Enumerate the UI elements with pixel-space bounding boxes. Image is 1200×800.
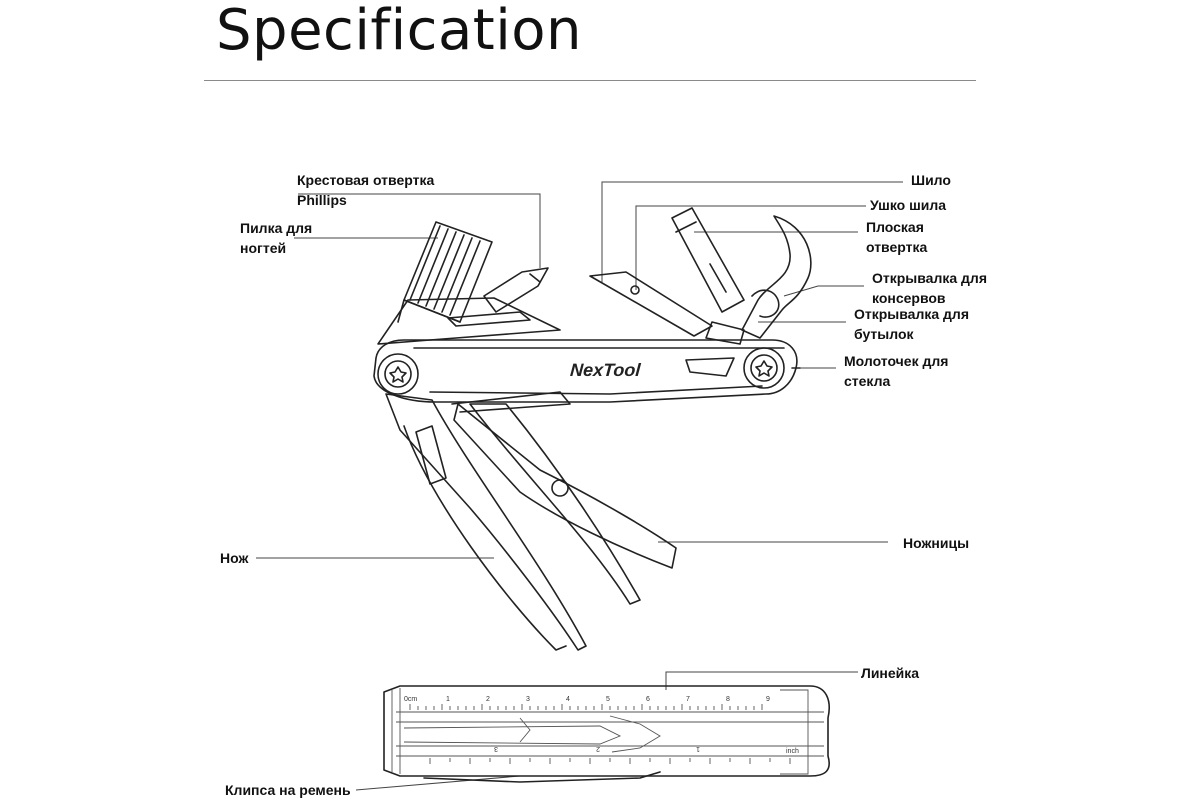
inch-ruler-ticks: [429, 758, 791, 764]
label-line: бутылок: [854, 326, 914, 342]
page-title: Specification: [216, 0, 583, 63]
label-line: отвертка: [866, 239, 928, 255]
ruler-cm-tick-label: 6: [646, 696, 650, 703]
cm-ruler-ticks: [409, 704, 763, 710]
label-line: Молоточек для: [844, 353, 949, 369]
leader-awl-eye: [635, 205, 866, 290]
saw-blade: [469, 403, 641, 605]
leader-phillips: [298, 193, 541, 268]
ruler-cm-tick-label: 7: [686, 696, 690, 703]
label-awl-eye: Ушко шила: [870, 197, 947, 213]
label-line: консервов: [872, 290, 946, 306]
label-line: Открывалка для: [872, 270, 987, 286]
flat-screwdriver: [671, 207, 745, 313]
label-glass-hammer: Молоточек для стекла: [844, 351, 948, 391]
label-line: Phillips: [297, 192, 347, 208]
ruler-cm-tick-label: 5: [606, 696, 610, 703]
ruler-cm-tick-label: 1: [446, 696, 450, 703]
label-can-opener: Открывалка для консервов: [872, 268, 987, 308]
label-knife: Нож: [220, 550, 249, 566]
folded-tool: [383, 685, 830, 783]
leader-can-opener: [783, 285, 864, 297]
label-line: Пилка для: [240, 220, 313, 236]
openers: [705, 215, 812, 345]
main-handle: [373, 339, 801, 403]
label-nail-file: Пилка для ногтей: [240, 218, 312, 258]
ruler-unit-top: 0cm: [404, 696, 417, 703]
brand-logo: NexTool: [569, 360, 642, 380]
callout-lines: [256, 181, 903, 791]
label-awl: Шило: [911, 172, 951, 188]
phillips-screwdriver: [483, 267, 549, 313]
label-flat-screwdriver: Плоская отвертка: [866, 217, 927, 257]
ruler-cm-tick-label: 9: [766, 696, 770, 703]
ruler-cm-tick-label: 8: [726, 696, 730, 703]
title-divider: [204, 80, 976, 81]
label-line: Крестовая отвертка: [297, 172, 435, 188]
label-line: Открывалка для: [854, 306, 969, 322]
ruler-inch-tick-label: 2: [596, 745, 600, 752]
ruler-cm-tick-label: 4: [566, 696, 570, 703]
scissors: [451, 391, 677, 569]
label-phillips-screwdriver: Крестовая отвертка Phillips: [297, 170, 434, 210]
leader-belt-clip: [355, 775, 521, 791]
ruler-inch-tick-label: 3: [494, 745, 498, 752]
knife: [385, 393, 587, 651]
label-line: стекла: [844, 373, 891, 389]
label-bottle-opener: Открывалка для бутылок: [854, 304, 969, 344]
leader-ruler: [665, 671, 858, 690]
upper-frame: [377, 297, 561, 345]
awl: [589, 271, 713, 337]
label-scissors: Ножницы: [903, 535, 970, 551]
ruler-cm-tick-label: 3: [526, 696, 530, 703]
ruler-unit-bottom: inch: [786, 748, 799, 755]
nail-file: [397, 221, 493, 323]
label-line: Плоская: [866, 219, 924, 235]
label-ruler: Линейка: [861, 665, 920, 681]
ruler-cm-tick-label: 2: [486, 696, 490, 703]
label-line: ногтей: [240, 240, 287, 256]
ruler-inch-tick-label: 1: [696, 745, 700, 752]
label-belt-clip: Клипса на ремень: [225, 782, 351, 798]
leader-awl: [601, 181, 903, 282]
